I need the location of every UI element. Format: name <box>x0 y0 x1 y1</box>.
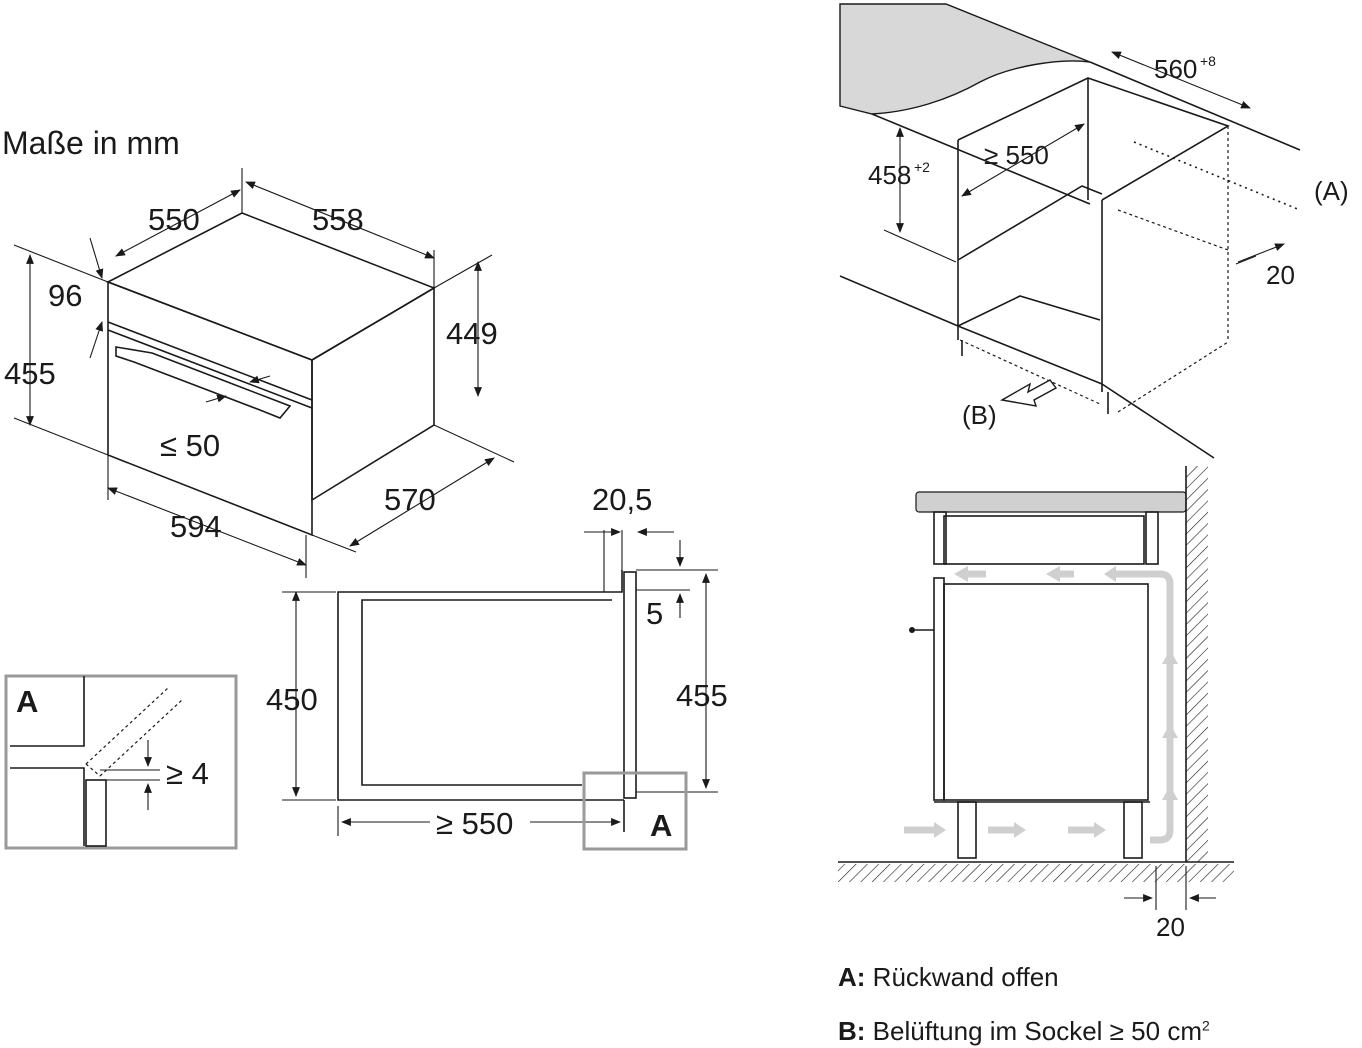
dim-niche-height: 450 <box>266 682 318 717</box>
legend-b-sup: 2 <box>1201 1017 1210 1034</box>
dim-cabinet-height: 458 <box>868 160 911 190</box>
legend-b-key: B: <box>838 1016 866 1046</box>
dim-cabinet-depth: ≥ 550 <box>984 140 1049 170</box>
dim-width: 594 <box>170 509 222 544</box>
dim-step: 5 <box>646 596 663 631</box>
dim-depth-front: 550 <box>148 202 200 237</box>
legend-b: B: Belüftung im Sockel ≥ 50 cm2 <box>838 1016 1210 1047</box>
legend-a-key: A: <box>838 962 866 992</box>
detail-ref-a: A <box>650 808 672 843</box>
dim-gap: ≥ 4 <box>166 756 209 791</box>
dim-body-height: 449 <box>446 316 498 351</box>
legend-b-text: Belüftung im Sockel ≥ 50 cm <box>872 1016 1202 1046</box>
niche-side-section: 20,5 5 450 455 ≥ 550 A <box>266 482 728 851</box>
dim-cabinet-gap: 20 <box>1266 260 1295 290</box>
cabinet-section: 20 <box>838 466 1234 942</box>
detail-a: A ≥ 4 <box>4 674 238 850</box>
legend-a: A: Rückwand offen <box>838 962 1059 993</box>
label-b: (B) <box>962 400 997 430</box>
dim-top-offset: 20,5 <box>592 482 652 517</box>
dim-wall-gap: 20 <box>1156 912 1185 942</box>
dim-panel-height: 96 <box>48 278 82 313</box>
units-title: Maße in mm <box>2 125 180 161</box>
legend-a-text: Rückwand offen <box>872 962 1059 992</box>
oven-isometric: 550 558 96 455 449 ≤ 50 594 570 <box>4 168 515 578</box>
cabinet-isometric: 560 +8 458 +2 ≥ 550 20 (A) (B) <box>839 3 1349 459</box>
dim-device-height: 455 <box>676 678 728 713</box>
dim-depth-body: 570 <box>384 482 436 517</box>
dim-total-height: 455 <box>4 356 56 391</box>
dim-handle-gap: ≤ 50 <box>160 428 220 463</box>
dim-niche-depth: ≥ 550 <box>436 806 513 841</box>
dim-cabinet-width-tol: +8 <box>1200 53 1216 69</box>
detail-a-label: A <box>16 684 38 719</box>
dim-cabinet-height-tol: +2 <box>914 159 930 175</box>
dim-cabinet-width: 560 <box>1154 54 1197 84</box>
label-a: (A) <box>1314 176 1349 206</box>
dim-depth-total: 558 <box>312 202 364 237</box>
